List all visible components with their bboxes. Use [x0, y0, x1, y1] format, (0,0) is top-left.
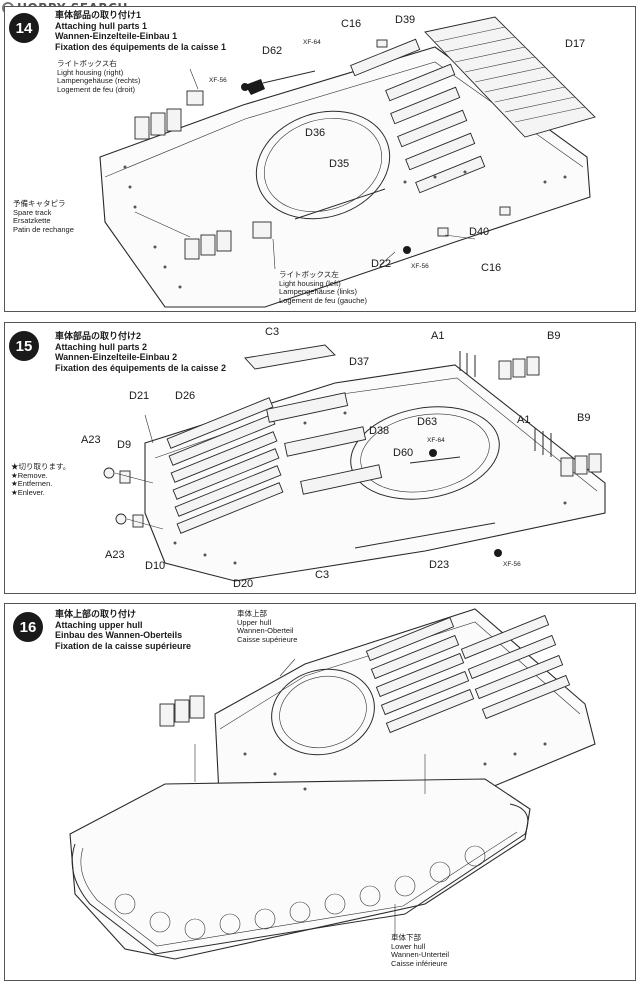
label-d63: D63 — [417, 416, 438, 428]
label-d21: D21 — [129, 390, 150, 402]
note-remove: ★切り取ります。 ★Remove. ★Entfernen. ★Enlever. — [11, 462, 71, 497]
note-text: ★Enlever. — [11, 487, 45, 497]
note-lower-hull: 車体下部 Lower hull Wannen-Unterteil Caisse … — [391, 933, 450, 968]
label-d35: D35 — [329, 158, 350, 170]
paint-xf56: XF-56 — [503, 561, 521, 568]
paint-xf56-a: XF-56 — [209, 77, 227, 84]
label-c3-bottom: C3 — [315, 569, 330, 581]
note-text: Caisse inférieure — [391, 958, 448, 968]
step-16-illustration — [69, 608, 596, 960]
label-b9-top: B9 — [547, 330, 561, 342]
label-c16-bottom: C16 — [481, 262, 502, 274]
note-text: Light housing (right) — [57, 67, 124, 77]
label-d40: D40 — [469, 226, 490, 238]
note-text: 車体下部 — [391, 933, 421, 942]
note-spare-track: 予備キャタピラ Spare track Ersatzkette Patin de… — [13, 199, 74, 234]
label-d9: D9 — [117, 439, 132, 451]
note-text: Logement de feu (droit) — [57, 84, 135, 94]
label-a1-right: A1 — [517, 414, 531, 426]
label-d17: D17 — [565, 38, 586, 50]
label-c3-top: C3 — [265, 326, 280, 338]
note-text: 車体上部 — [237, 609, 267, 618]
step-15-title-de: Wannen-Einzelteile-Einbau 2 — [55, 352, 178, 362]
step-14-title-fr: Fixation des équipements de la caisse 1 — [55, 41, 227, 52]
note-text: Light housing (left) — [279, 278, 341, 288]
label-b9-right: B9 — [577, 412, 591, 424]
paint-xf56-b: XF-56 — [411, 263, 429, 270]
label-c16-top: C16 — [341, 18, 362, 30]
note-text: Logement de feu (gauche) — [279, 295, 367, 305]
step-15-title-fr: Fixation des équipements de la caisse 2 — [55, 362, 227, 373]
step-15-title: 車体部品の取り付け2 Attaching hull parts 2 Wannen… — [55, 331, 226, 373]
note-text: Caisse supérieure — [237, 634, 298, 644]
note-text: Lower hull — [391, 941, 426, 951]
step-16-badge: 16 — [13, 612, 43, 642]
step-14-title-de: Wannen-Einzelteile-Einbau 1 — [55, 31, 178, 41]
note-text: Wannen-Unterteil — [391, 950, 450, 960]
note-text: ★Remove. — [11, 470, 48, 480]
label-d36: D36 — [305, 127, 326, 139]
label-d20: D20 — [233, 578, 254, 590]
label-d22: D22 — [371, 258, 392, 270]
label-a1-top: A1 — [431, 330, 445, 342]
note-text: Upper hull — [237, 617, 272, 627]
label-d38: D38 — [369, 425, 390, 437]
label-d23: D23 — [429, 559, 450, 571]
label-d10: D10 — [145, 560, 166, 572]
label-d39: D39 — [395, 14, 416, 26]
note-text: Ersatzkette — [13, 216, 51, 226]
step-15-title-en: Attaching hull parts 2 — [55, 341, 148, 352]
paint-xf64: XF-64 — [427, 437, 445, 444]
note-text: ライトボックス左 — [279, 270, 339, 279]
label-d26: D26 — [175, 390, 196, 402]
label-a23-top: A23 — [81, 434, 101, 446]
note-light-housing-left: ライトボックス左 Light housing (left) Lampengehä… — [279, 270, 367, 305]
step-14-title-en: Attaching hull parts 1 — [55, 20, 148, 31]
label-d37: D37 — [349, 356, 370, 368]
step-15-panel: 15 車体部品の取り付け2 Attaching hull parts 2 Wan… — [4, 322, 636, 594]
note-text: Lampengehäuse (rechts) — [57, 76, 141, 86]
label-a23-bottom: A23 — [105, 549, 125, 561]
step-16-panel: 16 車体上部の取り付け Attaching upper hull Einbau… — [4, 603, 636, 981]
note-light-housing-right: ライトボックス右 Light housing (right) Lampengeh… — [57, 59, 141, 94]
step-14-badge: 14 — [9, 13, 39, 43]
note-upper-hull: 車体上部 Upper hull Wannen-Oberteil Caisse s… — [237, 609, 298, 644]
step-14-panel: 14 車体部品の取り付け1 Attaching hull parts 1 Wan… — [4, 6, 636, 312]
step-15-badge: 15 — [9, 331, 39, 361]
step-14-illustration — [99, 16, 596, 308]
note-text: Spare track — [13, 207, 52, 217]
note-text: ★Entfernen. — [11, 479, 53, 489]
label-d60: D60 — [393, 447, 414, 459]
note-text: ライトボックス右 — [57, 59, 117, 68]
note-text: Lampengehäuse (links) — [279, 287, 357, 297]
note-text: Patin de rechange — [13, 224, 74, 234]
step-14-title: 車体部品の取り付け1 Attaching hull parts 1 Wannen… — [55, 10, 226, 52]
step-16-title-fr: Fixation de la caisse supérieure — [55, 640, 192, 651]
step-16-title-de: Einbau des Wannen-Oberteils — [55, 630, 183, 640]
note-text: Wannen-Oberteil — [237, 626, 294, 636]
step-15-title-jp: 車体部品の取り付け2 — [55, 331, 142, 341]
step-16-title-jp: 車体上部の取り付け — [55, 609, 137, 619]
step-16-title-en: Attaching upper hull — [55, 619, 143, 630]
label-d62: D62 — [262, 45, 283, 57]
note-text: ★切り取ります。 — [11, 462, 71, 471]
step-15-illustration — [103, 344, 606, 582]
step-14-title-jp: 車体部品の取り付け1 — [55, 10, 142, 20]
step-16-title: 車体上部の取り付け Attaching upper hull Einbau de… — [55, 609, 191, 651]
note-text: 予備キャタピラ — [13, 199, 66, 208]
paint-xf64: XF-64 — [303, 39, 321, 46]
